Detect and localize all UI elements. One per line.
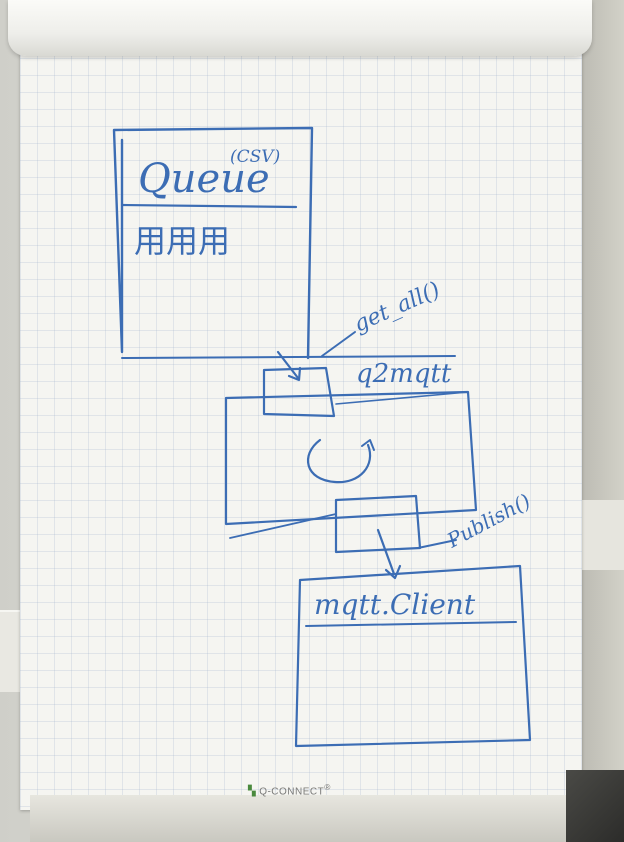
easel-bottom-bar (30, 795, 570, 842)
queue-box (112, 126, 456, 360)
q2mqtt-label: q2mqtt (356, 359, 452, 389)
publish-label: Publish() (442, 489, 534, 553)
wall-background (575, 0, 624, 842)
loop-cycle-icon (307, 438, 375, 484)
get-all-label: get_all() (350, 278, 444, 338)
queue-format-label: (CSV) (230, 147, 280, 167)
flipchart-roll (8, 0, 592, 56)
queue-items: 用用用 (134, 222, 230, 260)
publish-port (229, 494, 457, 580)
q-connect-logo: ▚Q-CONNECT® (248, 782, 331, 797)
q2mqtt-box (224, 366, 478, 526)
get-all-arrow (276, 331, 356, 382)
wall-trim-right (578, 500, 624, 570)
brand-trademark: ® (324, 782, 331, 792)
mqtt-client-box (294, 564, 532, 748)
floor-shadow (566, 770, 624, 842)
brand-name: Q-CONNECT (259, 786, 325, 798)
queue-label: Queue (138, 156, 270, 202)
flipchart-sheet (20, 42, 582, 810)
mqtt-client-label: mqtt.Client (314, 588, 476, 621)
brand-mark-icon: ▚ (248, 786, 257, 798)
